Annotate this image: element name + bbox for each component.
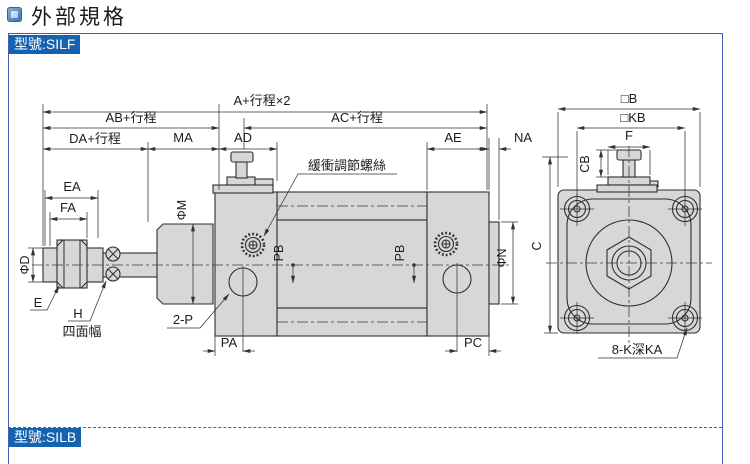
dim-ma-label: MA [173,130,193,145]
dim-c-label: C [530,241,544,250]
side-view: A+行程×2 AB+行程 AC+行程 DA+行程 MA AD AE NA EA … [18,93,532,356]
dim-pb-rear-label: PB [393,245,407,262]
dim-pa-label: PA [221,335,238,350]
dim-pb-front-label: PB [272,245,286,262]
cylinder-tube [276,219,428,309]
dim-cb-label: CB [578,155,592,172]
cushion-adjust-knob [212,151,274,194]
dim-kb-label: □KB [620,110,645,125]
dim-f-label: F [625,128,633,143]
dim-a-label: A+行程×2 [233,93,290,108]
dim-ac-label: AC+行程 [331,110,383,125]
dim-fa-label: FA [60,200,76,215]
dim-pc-label: PC [464,335,482,350]
dim-ab-label: AB+行程 [106,110,157,125]
model-badge-silf: 型號:SILF [9,35,81,54]
end-view-cushion-knob [596,149,659,193]
dim-phi-n-label: ΦN [495,248,509,267]
wrench-flat-marks [105,246,121,282]
rod-nut [56,239,88,289]
rear-head [426,191,490,337]
callout-e-label: E [34,295,43,310]
callout-2p-label: 2-P [173,312,193,327]
dim-ad-label: AD [234,130,252,145]
rear-cushion-screw [433,231,459,257]
front-head [214,191,278,337]
dim-ae-label: AE [444,130,462,145]
section-bullet-icon [7,7,22,22]
rod-cover-boss [156,223,214,305]
spec-frame [8,33,723,464]
front-cushion-screw [240,232,266,258]
note-cushion-label: 緩衝調節螺絲 [308,158,386,173]
dim-b-label: □B [621,91,638,106]
callout-8k-label: 8-K深KA [612,342,663,357]
dim-na-label: NA [514,130,532,145]
section-divider [8,427,722,428]
rear-boss-plate [488,221,500,305]
end-view: □B □KB F CB C 8-K深KA [530,91,712,359]
page-title: 外部規格 [31,6,127,29]
dim-phi-d-label: ΦD [18,255,32,274]
dim-ea-label: EA [63,179,81,194]
callout-h-label: H [73,306,82,321]
dim-phi-m-label: ΦM [175,200,189,220]
model-badge-silb: 型號:SILB [9,428,82,447]
note-four-side-label: 四面幅 [62,324,101,339]
tie-rod-holes [560,194,702,334]
dim-da-label: DA+行程 [69,131,121,146]
